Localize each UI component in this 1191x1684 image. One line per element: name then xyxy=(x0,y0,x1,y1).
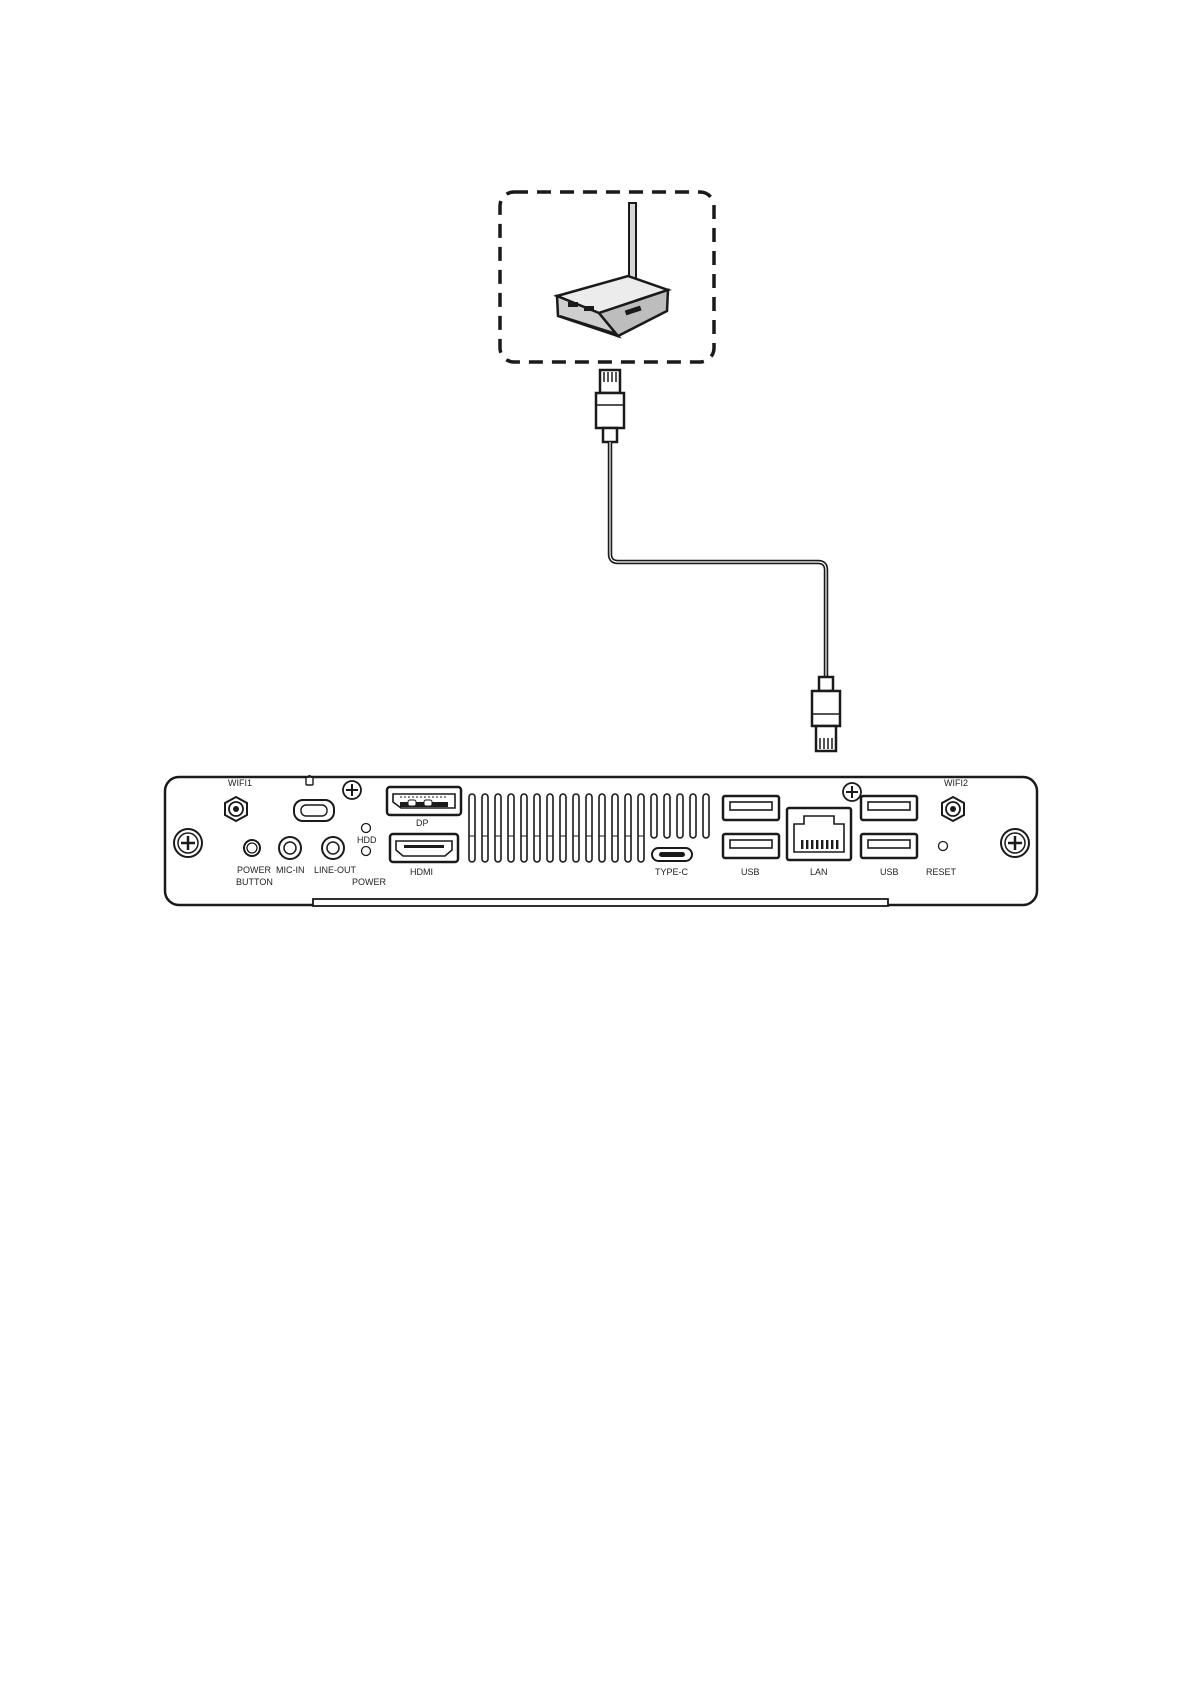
usb-port-left-top xyxy=(723,796,779,820)
usb-left-label: USB xyxy=(741,867,760,877)
usb-port-left-bottom xyxy=(723,834,779,858)
wifi2-antenna-port xyxy=(942,797,964,821)
lan-pin xyxy=(831,840,833,849)
vent-slot xyxy=(573,794,579,862)
vent-slot xyxy=(534,794,540,862)
lan-pin xyxy=(801,840,803,849)
wifi1-label: WIFI1 xyxy=(228,778,252,788)
screw-icon xyxy=(174,829,202,857)
line-out-port xyxy=(322,837,344,859)
screw-icon xyxy=(1001,829,1029,857)
router-dashed-frame xyxy=(500,192,714,362)
hdmi-port xyxy=(390,834,458,862)
vent-slot xyxy=(586,794,592,862)
vent-slot xyxy=(664,794,670,838)
screw-icon xyxy=(343,781,361,799)
power-led xyxy=(362,847,371,856)
hdmi-label: HDMI xyxy=(410,867,433,877)
hdd-label: HDD xyxy=(357,835,377,845)
pc-rear-panel: WIFI1 POWER BUTTON MIC-IN LINE-OUT HDD xyxy=(165,776,1037,907)
vent-slot xyxy=(625,794,631,862)
vent-slot xyxy=(482,794,488,862)
vent-slot xyxy=(469,794,475,862)
lock-icon xyxy=(306,776,313,786)
usb-right-label: USB xyxy=(880,867,899,877)
usb-port-right-bottom xyxy=(861,834,917,858)
line-out-label: LINE-OUT xyxy=(314,865,357,875)
wifi2-label: WIFI2 xyxy=(944,778,968,788)
type-c-port xyxy=(652,848,692,861)
lan-pin xyxy=(811,840,813,849)
lan-pin xyxy=(836,840,838,849)
vent-slot xyxy=(547,794,553,862)
type-c-label: TYPE-C xyxy=(655,867,689,877)
vent-slot xyxy=(677,794,683,838)
vent-slot xyxy=(599,794,605,862)
lan-pin xyxy=(821,840,823,849)
vent-slot xyxy=(508,794,514,862)
vent-slot xyxy=(612,794,618,862)
panel-bottom-lip xyxy=(313,899,888,906)
vent-slot xyxy=(690,794,696,838)
mic-in-port xyxy=(279,837,301,859)
vent-slot xyxy=(521,794,527,862)
reset-button xyxy=(939,842,948,851)
rj45-plug-icon xyxy=(812,677,840,751)
router-group xyxy=(500,192,714,362)
ethernet-cable xyxy=(610,442,826,677)
rj45-plug-icon xyxy=(596,370,624,442)
vent-slot xyxy=(651,794,657,838)
hdd-led xyxy=(362,824,371,833)
power-button-label-line2: BUTTON xyxy=(236,877,273,887)
usb-port-right-top xyxy=(861,796,917,820)
power-button-label-line1: POWER xyxy=(237,865,272,875)
router-icon xyxy=(557,203,668,336)
power-button xyxy=(244,840,260,856)
lan-pin xyxy=(816,840,818,849)
lan-pin xyxy=(806,840,808,849)
screw-icon xyxy=(843,783,861,801)
wifi1-antenna-port xyxy=(225,797,247,821)
power-label: POWER xyxy=(352,877,387,887)
mic-in-label: MIC-IN xyxy=(276,865,305,875)
dp-port xyxy=(387,787,461,815)
vent-slot xyxy=(638,794,644,862)
vent-slot xyxy=(495,794,501,862)
reset-label: RESET xyxy=(926,867,957,877)
lan-port xyxy=(787,808,851,860)
lan-label: LAN xyxy=(810,867,828,877)
dp-label: DP xyxy=(416,818,429,828)
vent-slot xyxy=(703,794,709,838)
lan-pin xyxy=(826,840,828,849)
vent-slot xyxy=(560,794,566,862)
